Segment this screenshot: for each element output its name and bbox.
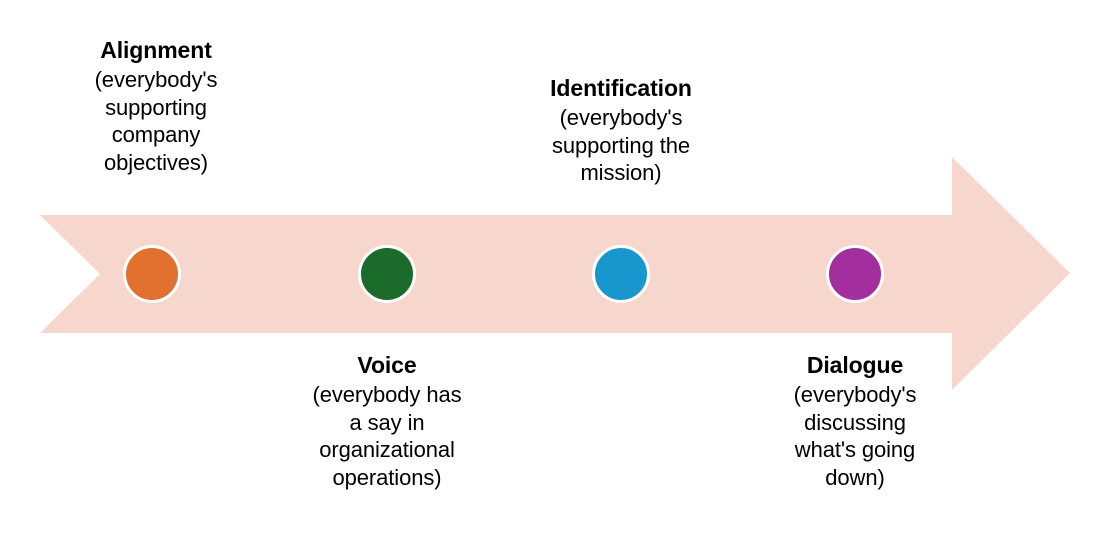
stage-desc-identification-line-2: mission) xyxy=(580,160,662,186)
stage-desc-voice-line-0: (everybody has xyxy=(312,381,462,407)
stage-desc-dialogue-line-1: discussing xyxy=(804,409,906,435)
stage-desc-identification-line-1: supporting the xyxy=(551,132,691,158)
stage-node-identification[interactable] xyxy=(592,245,650,303)
stage-node-voice[interactable] xyxy=(358,245,416,303)
stage-node-alignment[interactable] xyxy=(123,245,181,303)
stage-title-alignment: Alignment xyxy=(100,37,212,63)
stage-desc-voice-line-2: organizational xyxy=(319,437,455,463)
arrow-shape xyxy=(40,157,1070,390)
stage-desc-identification-line-0: (everybody's xyxy=(559,104,683,130)
stage-label-voice: Voice (everybody has a say in organizati… xyxy=(263,351,511,492)
stage-desc-alignment-line-1: supporting xyxy=(105,94,207,120)
stage-title-identification: Identification xyxy=(550,75,692,101)
stage-title-dialogue: Dialogue xyxy=(806,352,904,378)
stage-desc-voice-line-1: a say in xyxy=(349,409,425,435)
stage-desc-voice-line-3: operations) xyxy=(332,465,442,491)
stage-title-voice: Voice xyxy=(357,352,417,378)
stage-node-dialogue[interactable] xyxy=(826,245,884,303)
stage-desc-dialogue-line-3: down) xyxy=(825,465,885,491)
stage-desc-dialogue-line-2: what's going xyxy=(794,437,916,463)
stage-desc-alignment-line-0: (everybody's xyxy=(94,66,218,92)
stage-desc-alignment-line-3: objectives) xyxy=(103,150,209,176)
stage-label-identification: Identification (everybody's supporting t… xyxy=(497,74,745,187)
stage-label-alignment: Alignment (everybody's supporting compan… xyxy=(32,36,280,177)
stage-desc-dialogue-line-0: (everybody's xyxy=(793,381,917,407)
stage-desc-alignment-line-2: company xyxy=(111,122,201,148)
stage-label-dialogue: Dialogue (everybody's discussing what's … xyxy=(735,351,975,492)
